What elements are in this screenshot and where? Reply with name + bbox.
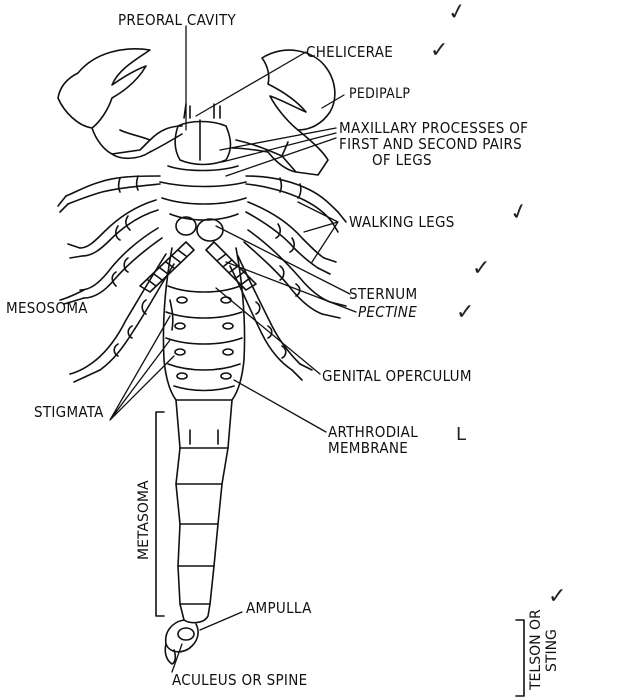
label-maxillary-line3: OF LEGS [372,152,432,168]
label-arthrodial-line2: MEMBRANE [328,440,408,456]
left-walking-legs [58,176,174,382]
label-ampulla: AMPULLA [246,600,312,616]
check-mark: ✓ [472,256,490,281]
label-arthrodial-line1: ARTHRODIAL [328,424,418,440]
label-pectine: PECTINE [358,304,417,320]
label-chelicerae: CHELICERAE [306,44,393,60]
label-metasoma: METASOMA [136,480,152,560]
telson [165,620,198,664]
check-mark: ✓ [430,38,448,63]
label-walking-legs: WALKING LEGS [349,214,455,230]
handwritten-mark: L [456,424,466,445]
label-aculeus: ACULEUS OR SPINE [172,672,307,688]
label-maxillary-line1: MAXILLARY PROCESSES OF [339,120,528,136]
label-mesosoma: MESOSOMA [6,300,88,316]
right-walking-legs [230,176,346,380]
left-pedipalp [58,49,182,158]
check-mark: ✓ [548,584,566,609]
label-pedipalp: PEDIPALP [349,86,410,102]
check-mark: ✓ [446,0,468,26]
telson-bracket [516,620,524,696]
label-maxillary-line2: FIRST AND SECOND PAIRS [339,136,522,152]
label-stigmata: STIGMATA [34,404,104,420]
label-sternum: STERNUM [349,286,417,302]
label-genital-operculum: GENITAL OPERCULUM [322,368,472,384]
label-telson-line1: TELSON OR [528,609,544,690]
check-mark: ✓ [456,300,474,325]
metasoma-bracket [156,412,164,616]
label-preoral-cavity: PREORAL CAVITY [118,12,236,28]
prosoma [160,104,246,241]
label-telson-line2: STING [544,629,560,672]
metasoma-tail [176,400,232,623]
